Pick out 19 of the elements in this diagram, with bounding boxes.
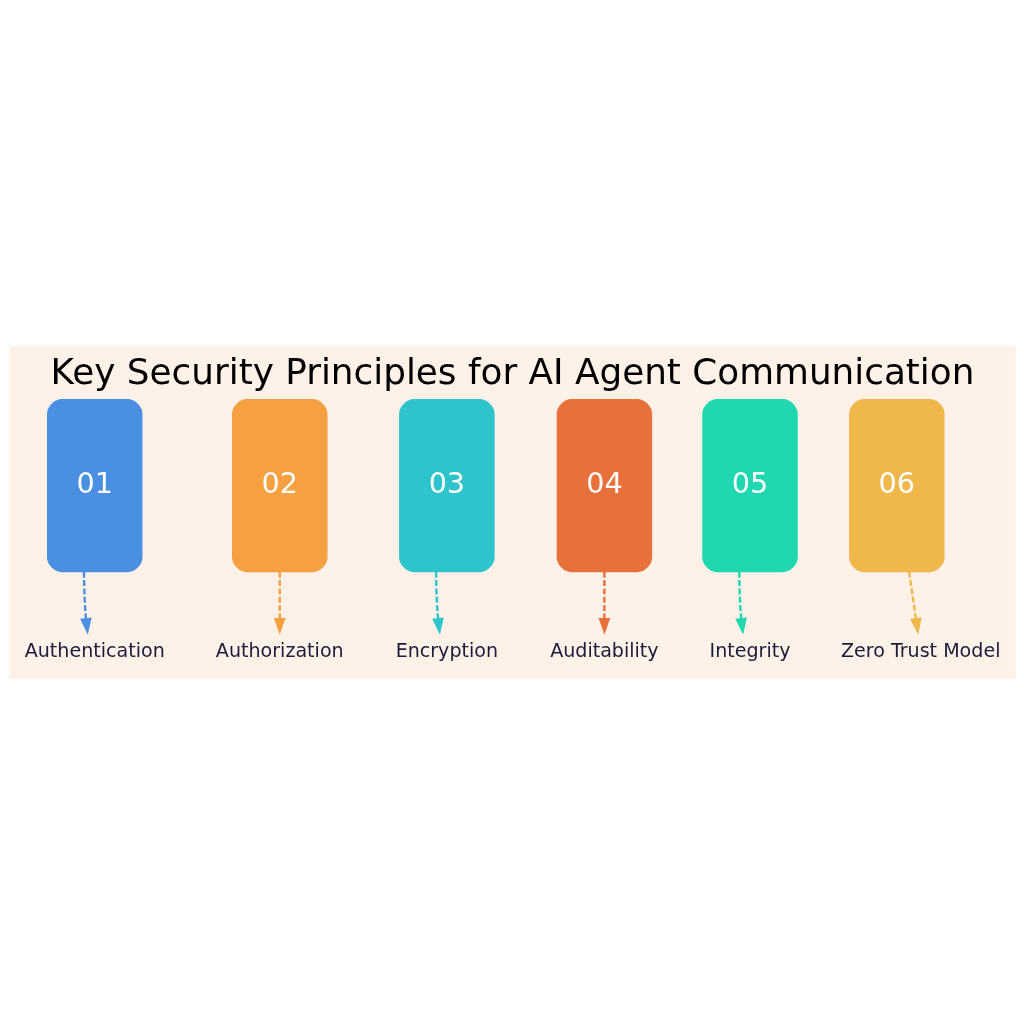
node-box: 02 (231, 398, 327, 572)
node-text: Zero Trust Model (840, 638, 1000, 662)
arrow (734, 571, 747, 635)
arrow (431, 571, 444, 635)
node-box: 03 (398, 398, 495, 572)
node-box: 01 (46, 398, 142, 572)
arrow (273, 571, 286, 635)
arrow (907, 570, 922, 635)
node-text: Auditability (549, 638, 659, 662)
node-text: Authentication (24, 638, 165, 662)
node-box: 04 (556, 398, 652, 572)
arrow (598, 571, 610, 635)
diagram-title: Key Security Principles for AI Agent Communication (50, 350, 974, 392)
node-text: Authorization (215, 638, 344, 662)
node-box: 05 (701, 398, 798, 572)
node-text: Integrity (709, 638, 790, 662)
arrow (79, 571, 92, 635)
node-box: 06 (848, 398, 945, 572)
node-text: Encryption (395, 638, 498, 662)
